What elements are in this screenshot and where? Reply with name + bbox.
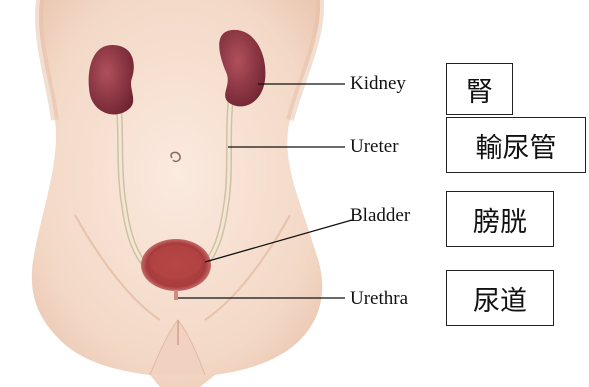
bladder-chinese-box: 膀胱 — [446, 191, 554, 247]
urethra-chinese-box: 尿道 — [446, 270, 554, 326]
kidney-chinese-box: 腎 — [446, 63, 513, 115]
left-kidney — [89, 45, 134, 114]
bladder-label: Bladder — [350, 206, 410, 225]
ureter-chinese-box: 輸尿管 — [446, 117, 586, 173]
kidney-label: Kidney — [350, 74, 406, 93]
ureter-label: Ureter — [350, 137, 399, 156]
urethra-label: Urethra — [350, 289, 408, 308]
